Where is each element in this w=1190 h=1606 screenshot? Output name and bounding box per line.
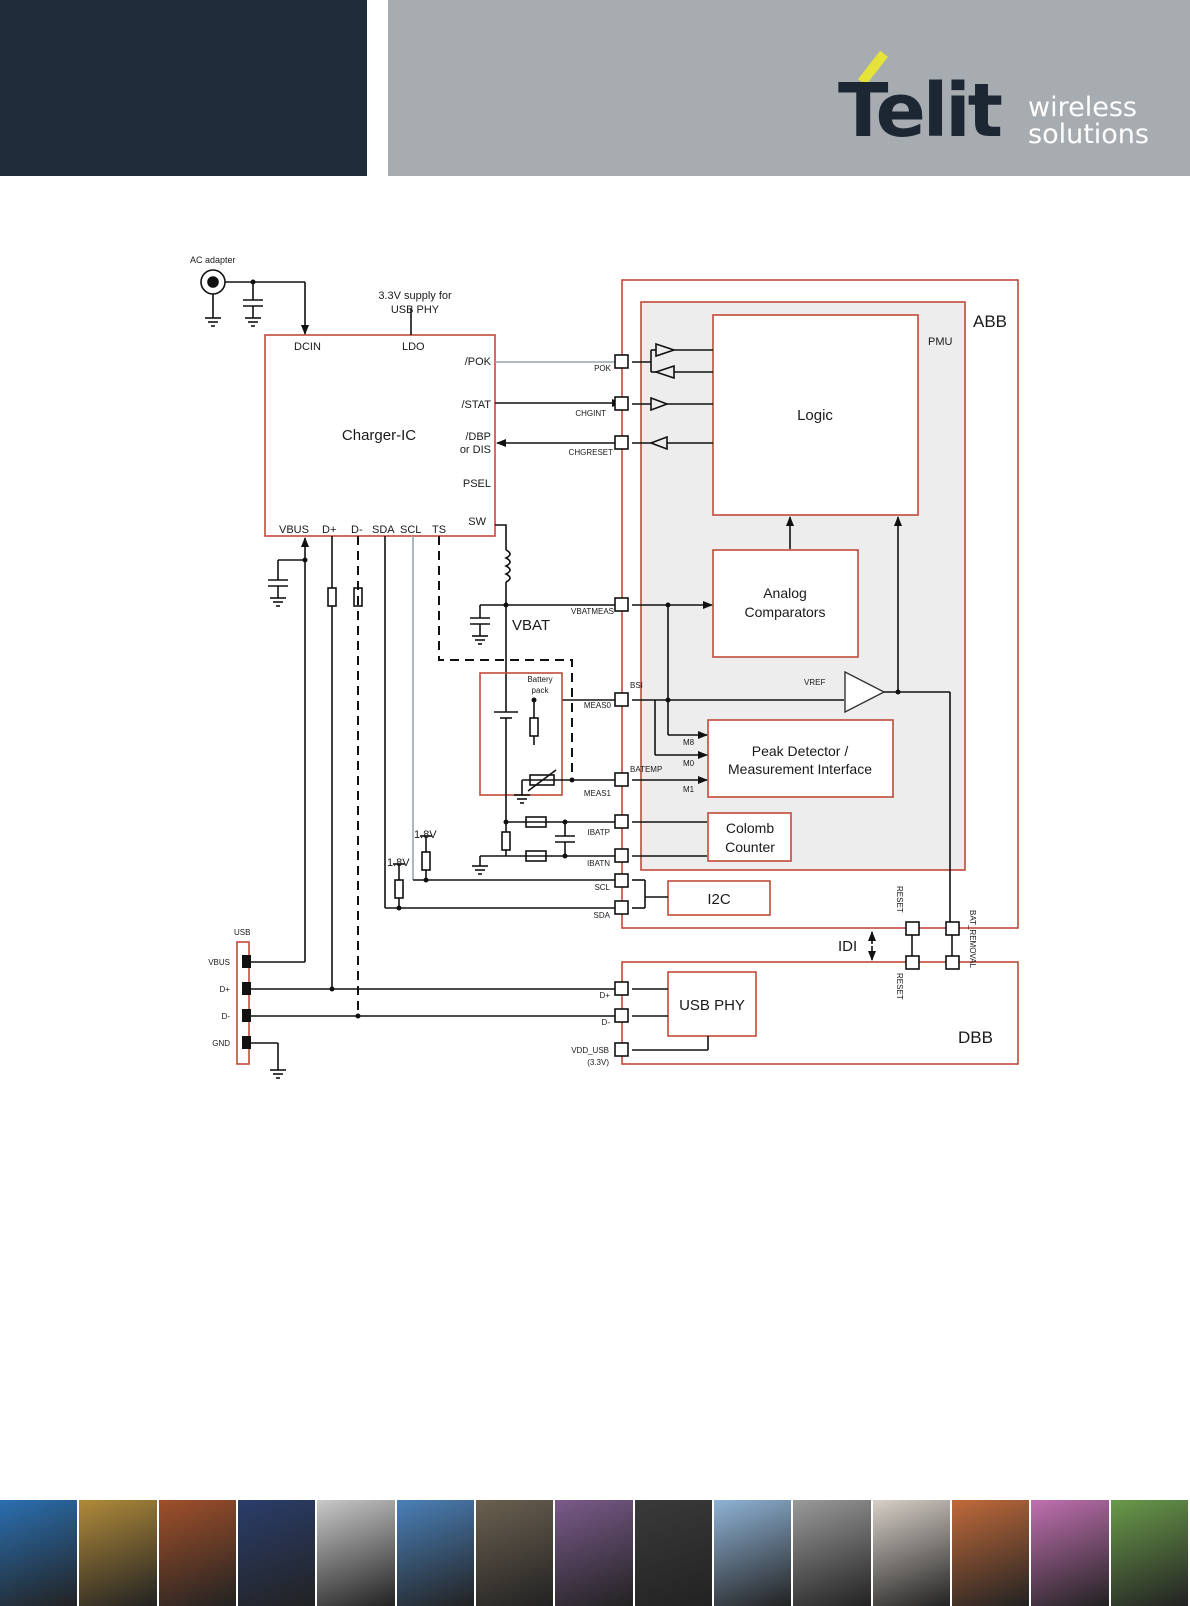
photo-tile-7 xyxy=(475,1500,556,1606)
charger-dcin: DCIN xyxy=(294,341,321,353)
pmu-label: PMU xyxy=(928,336,953,348)
photo-tile-5 xyxy=(317,1500,397,1606)
charger-pok: /POK xyxy=(465,356,492,368)
charger-ts: TS xyxy=(432,524,446,536)
colomb-counter-block xyxy=(707,812,792,862)
ldo-supply-label-2: USB PHY xyxy=(391,304,440,316)
analog-label-1: Analog xyxy=(763,585,807,601)
usb-gnd-label: GND xyxy=(212,1039,230,1048)
photo-strip xyxy=(0,1500,1190,1606)
pin-m0: M0 xyxy=(683,759,695,768)
pin-meas1: MEAS1 xyxy=(584,789,612,798)
pin-sda: SDA xyxy=(594,911,611,920)
vbat-label: VBAT xyxy=(512,617,550,634)
photo-tile-8 xyxy=(555,1500,635,1606)
peak-detector-block xyxy=(707,719,894,798)
charger-dminus: D- xyxy=(351,524,363,536)
charger-ldo: LDO xyxy=(402,341,425,353)
photo-tile-15 xyxy=(1110,1500,1190,1606)
photo-tile-4 xyxy=(237,1500,318,1606)
dbb-label: DBB xyxy=(958,1028,993,1047)
charger-block-diagram: AC adapter 3.3V supply for USB PHY DCIN … xyxy=(190,255,1019,1079)
pin-pok: POK xyxy=(594,364,612,373)
charger-dplus: D+ xyxy=(322,524,336,536)
photo-tile-11 xyxy=(793,1500,873,1606)
charger-dbp-1: /DBP xyxy=(465,431,491,443)
pin-scl: SCL xyxy=(594,883,610,892)
telit-logo: Telit wireless solutions xyxy=(838,46,1158,156)
logic-label: Logic xyxy=(797,407,833,424)
logic-block xyxy=(712,314,919,516)
pin-chgreset: CHGRESET xyxy=(569,448,614,457)
charger-title: Charger-IC xyxy=(342,427,416,444)
ac-adapter-label: AC adapter xyxy=(190,255,236,265)
charger-vbus: VBUS xyxy=(279,524,309,536)
abb-label: ABB xyxy=(973,312,1007,331)
charger-dbp-2: or DIS xyxy=(460,444,491,456)
bat-removal-label: BAT_REMOVAL xyxy=(968,910,977,968)
pin-meas0: MEAS0 xyxy=(584,701,612,710)
pin-vbatmeas: VBATMEAS xyxy=(571,607,614,616)
usb-dp-label: D+ xyxy=(220,985,231,994)
charger-sw: SW xyxy=(468,516,486,528)
header-grey-panel xyxy=(388,0,1190,176)
peak-label-1: Peak Detector / xyxy=(752,743,849,759)
colomb-label-1: Colomb xyxy=(726,820,774,836)
pin-bsi: BSI xyxy=(630,681,643,690)
photo-tile-6 xyxy=(396,1500,476,1606)
usbphy-label: USB PHY xyxy=(679,997,745,1014)
analog-label-2: Comparators xyxy=(745,604,826,620)
pin-m1: M1 xyxy=(683,785,695,794)
photo-tile-14 xyxy=(1031,1500,1111,1606)
charger-stat: /STAT xyxy=(461,399,491,411)
photo-tile-9 xyxy=(634,1500,714,1606)
pin-ibatn: IBATN xyxy=(587,859,610,868)
pin-chgint: CHGINT xyxy=(575,409,606,418)
peak-label-2: Measurement Interface xyxy=(728,761,872,777)
charger-ic-box xyxy=(264,334,496,537)
i2c-block xyxy=(667,880,771,916)
analog-comparators-block xyxy=(712,549,859,658)
pin-vddusb-1: VDD_USB xyxy=(571,1046,609,1055)
usb-phy-block xyxy=(667,971,757,1037)
photo-tile-1 xyxy=(0,1500,80,1606)
battery-label-1: Battery xyxy=(527,675,552,684)
charger-scl: SCL xyxy=(400,524,421,536)
logo-brand: Telit xyxy=(838,68,1003,154)
pin-dm: D- xyxy=(602,1018,611,1027)
photo-tile-13 xyxy=(951,1500,1032,1606)
pin-m8: M8 xyxy=(683,738,695,747)
reset-label-1: RESET xyxy=(895,886,904,913)
logo-tagline-1: wireless xyxy=(1028,92,1137,123)
comparator xyxy=(844,670,886,714)
usb-label: USB xyxy=(234,928,250,937)
charger-sda: SDA xyxy=(372,524,395,536)
reset-label-2: RESET xyxy=(895,973,904,1000)
idi-label: IDI xyxy=(838,938,857,955)
ldo-supply-label-1: 3.3V supply for xyxy=(378,290,452,302)
v18-label-b: 1.8V xyxy=(387,857,410,869)
pin-vref: VREF xyxy=(804,678,825,687)
photo-tile-3 xyxy=(158,1500,238,1606)
pin-dp: D+ xyxy=(600,991,611,1000)
header-dark-panel xyxy=(0,0,367,176)
v18-label-a: 1.8V xyxy=(414,829,437,841)
usb-vbus-label: VBUS xyxy=(208,958,230,967)
pin-batemp: BATEMP xyxy=(630,765,662,774)
pin-vddusb-2: (3.3V) xyxy=(587,1058,609,1067)
logo-tagline: wireless solutions xyxy=(1028,94,1149,148)
charger-psel: PSEL xyxy=(463,478,491,490)
photo-tile-2 xyxy=(79,1500,159,1606)
usb-dm-label: D- xyxy=(222,1012,231,1021)
pin-ibatp: IBATP xyxy=(587,828,610,837)
photo-tile-12 xyxy=(872,1500,952,1606)
logo-tagline-2: solutions xyxy=(1028,119,1149,150)
colomb-label-2: Counter xyxy=(725,839,775,855)
battery-label-2: pack xyxy=(532,686,550,695)
i2c-label: I2C xyxy=(707,891,731,908)
photo-tile-10 xyxy=(713,1500,794,1606)
